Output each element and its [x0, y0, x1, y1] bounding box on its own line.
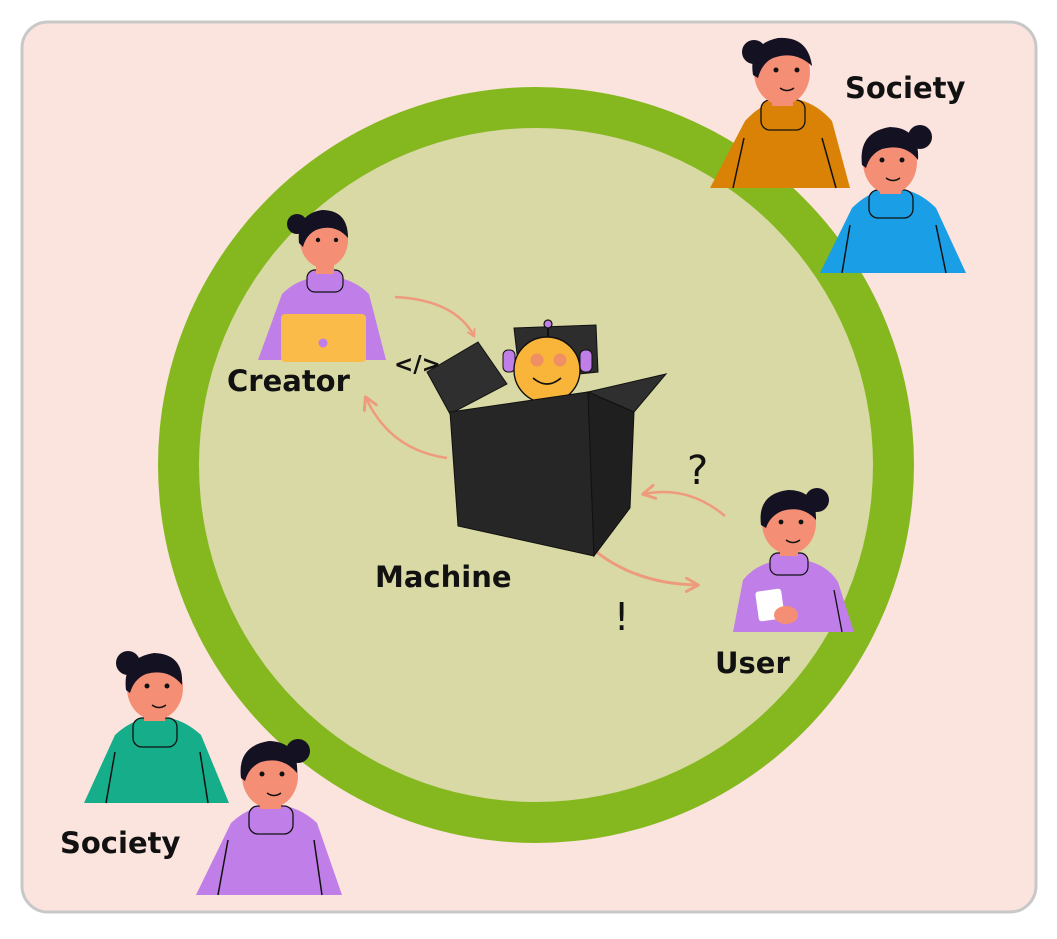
society-person-blue: [820, 125, 966, 274]
arrow-user-to-machine: [644, 492, 726, 517]
laptop-icon: [281, 314, 366, 362]
label-question-mark: ?: [687, 448, 708, 494]
society-person-orange: [710, 37, 850, 189]
label-society-top: Society: [845, 71, 965, 105]
label-user: User: [715, 646, 790, 680]
arrow-creator-to-machine: [394, 295, 474, 336]
arrow-machine-to-creator: [366, 398, 448, 460]
box-left-flap: [426, 341, 508, 415]
label-code-symbol: </>: [394, 352, 441, 378]
creator-person-with-laptop-icon: [258, 210, 386, 362]
box-side: [587, 391, 635, 558]
arrow-machine-to-user: [593, 548, 697, 585]
society-person-purple: [196, 739, 342, 896]
society-person-teal: [84, 651, 229, 804]
label-society-bottom: Society: [60, 826, 180, 860]
user-person-with-phone-icon: [733, 488, 854, 633]
label-machine: Machine: [375, 560, 512, 594]
machine-robot-in-black-box-icon: [426, 319, 668, 558]
label-exclamation-mark: !: [614, 595, 629, 639]
label-creator: Creator: [227, 364, 351, 398]
